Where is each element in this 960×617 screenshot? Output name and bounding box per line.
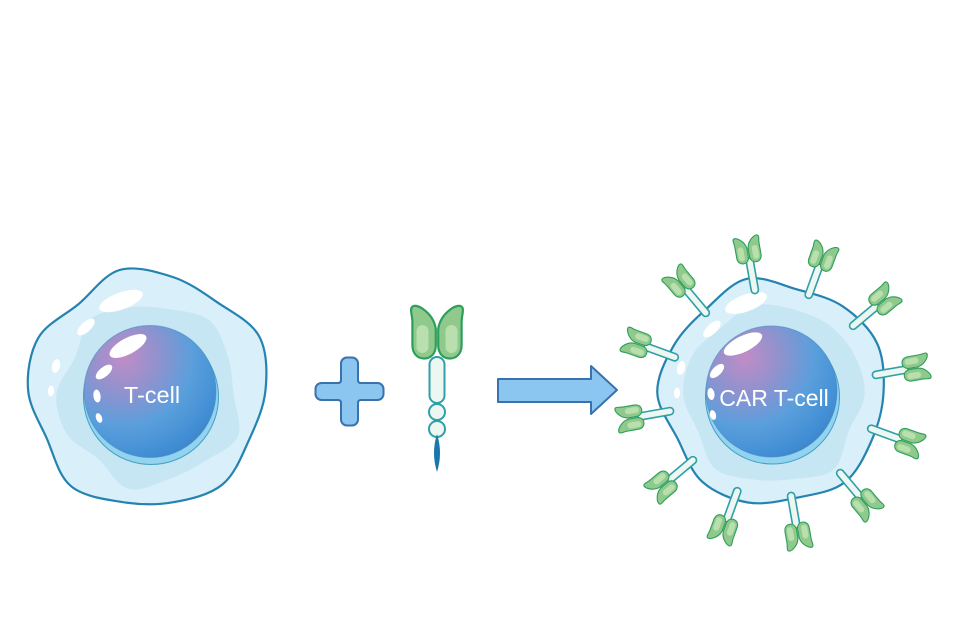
car-receptor-hinge — [428, 403, 446, 421]
car-receptor-head — [409, 304, 465, 360]
car-receptor — [643, 448, 704, 505]
car-t-cell-label: CAR T-cell — [719, 385, 829, 411]
car-receptor — [661, 263, 718, 324]
car-receptor-tail — [434, 434, 440, 472]
t-cell-highlights — [47, 289, 143, 397]
car-t-cell-nucleus — [705, 325, 838, 458]
t-cell: T-cell — [26, 267, 268, 506]
highlight-spot — [47, 385, 55, 397]
highlight-spot — [93, 389, 101, 403]
highlight-spot — [709, 363, 725, 379]
car-receptor-stalk — [428, 356, 446, 404]
car-t-cell-highlights — [673, 292, 767, 399]
highlight-spot — [99, 289, 143, 313]
highlight-spot — [109, 334, 147, 358]
highlight-spot — [725, 292, 767, 314]
plus-icon — [314, 356, 385, 427]
highlight-spot — [77, 318, 95, 336]
highlight-spot — [676, 361, 686, 375]
highlight-spot — [51, 359, 61, 373]
highlight-spot — [95, 413, 103, 423]
t-cell-label: T-cell — [124, 382, 180, 408]
t-cell-nucleus-highlights — [93, 334, 147, 423]
t-cell-nucleus — [83, 325, 217, 458]
highlight-spot — [703, 320, 721, 338]
highlight-spot — [673, 387, 681, 399]
car-t-cell: CAR T-cell — [615, 235, 932, 552]
car-receptor-construct — [409, 304, 465, 472]
right-arrow-icon — [497, 365, 618, 415]
highlight-spot — [709, 410, 717, 420]
car-receptor — [842, 281, 903, 338]
highlight-spot — [95, 364, 113, 380]
highlight-spot — [723, 332, 763, 356]
car-t-cell-nucleus-highlights — [707, 332, 763, 420]
highlight-spot — [707, 388, 715, 400]
